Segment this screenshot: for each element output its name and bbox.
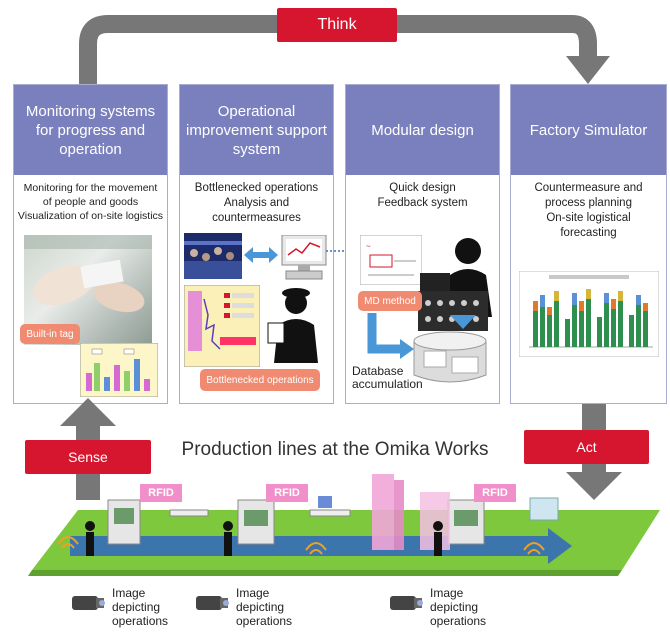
panel-operational-desc: Bottlenecked operations Analysis and cou… <box>180 175 333 226</box>
machine-1 <box>107 499 141 545</box>
desc-line: process planning <box>545 197 632 209</box>
panel-monitoring-desc: Monitoring for the movement of people an… <box>14 175 167 223</box>
caption-line: Image <box>112 586 146 600</box>
caption-line: depicting <box>236 600 285 614</box>
think-label: Think <box>277 8 397 42</box>
md-method-badge: MD method <box>358 291 422 311</box>
camera-icon <box>196 596 229 610</box>
caption-line: accumulation <box>352 377 423 391</box>
panel-simulator-title: Factory Simulator <box>511 85 666 175</box>
desc-line: Analysis and <box>223 197 290 209</box>
caption-line: Image <box>236 586 270 600</box>
desc-line: Feedback system <box>377 197 468 209</box>
rfid-badge-2: RFID <box>266 484 308 502</box>
computer-icon <box>281 235 327 280</box>
md-flow-arrows <box>367 313 476 359</box>
desc-line: On-site logistical <box>546 212 631 224</box>
panel-monitoring-title: Monitoring systems for progress and oper… <box>14 85 167 175</box>
design-sheet: ~ <box>360 235 422 285</box>
hands-illustration <box>24 235 152 313</box>
caption-line: operations <box>112 614 169 628</box>
machine-2 <box>237 499 275 545</box>
built-in-tag-badge: Built-in tag <box>20 324 80 344</box>
act-label: Act <box>524 430 649 464</box>
factory-floor <box>28 474 660 576</box>
database-caption: Database accumulation <box>352 365 423 391</box>
crowd-photo <box>184 233 242 279</box>
panel-simulator-desc: Countermeasure and process planning On-s… <box>511 175 666 241</box>
camera-icon <box>72 596 105 610</box>
panel-modular: Modular design Quick design Feedback sys… <box>345 84 500 404</box>
desc-line: of people and goods <box>42 196 139 208</box>
panel-monitoring: Monitoring systems for progress and oper… <box>13 84 168 404</box>
bottlenecked-operations-badge: Bottlenecked operations <box>200 369 320 391</box>
panel-operational-title: Operational improvement support system <box>180 85 333 175</box>
desc-line: Quick design <box>389 182 456 194</box>
caption-line: Database <box>352 364 404 378</box>
panel-simulator: Factory Simulator Countermeasure and pro… <box>510 84 667 404</box>
modular-equipment <box>418 291 488 331</box>
panel-operational: Operational improvement support system B… <box>179 84 334 404</box>
desc-line: Visualization of on-site logistics <box>17 210 164 222</box>
desc-line: Countermeasure and <box>534 182 643 194</box>
database-icon <box>413 331 487 383</box>
caption-line: Image <box>430 586 464 600</box>
desc-line: forecasting <box>560 227 617 239</box>
simulator-chart <box>519 271 659 357</box>
desc-line: countermeasures <box>212 212 301 224</box>
exchange-arrow-icon <box>244 247 278 263</box>
caption-line: operations <box>236 614 293 628</box>
camera-icon <box>390 596 423 610</box>
caption-line: depicting <box>430 600 479 614</box>
machine-3 <box>447 499 485 545</box>
tag-photo <box>24 235 152 345</box>
production-title: Production lines at the Omika Works <box>181 439 489 460</box>
rfid-badge-3: RFID <box>474 484 516 502</box>
camera-caption-3: Image depicting operations <box>430 586 486 628</box>
desc-line: Bottlenecked operations <box>194 182 319 194</box>
bottleneck-chart <box>184 285 260 367</box>
camera-caption-1: Image depicting operations <box>112 586 168 628</box>
desc-line: Monitoring for the movement <box>23 182 158 194</box>
caption-line: depicting <box>112 600 161 614</box>
svg-text:~: ~ <box>366 242 371 251</box>
panel-modular-title: Modular design <box>346 85 499 175</box>
panel-modular-desc: Quick design Feedback system <box>346 175 499 211</box>
rfid-badge-1: RFID <box>140 484 182 502</box>
camera-caption-2: Image depicting operations <box>236 586 292 628</box>
caption-line: operations <box>430 614 487 628</box>
sense-label: Sense <box>25 440 151 474</box>
person-silhouette <box>267 288 318 363</box>
mini-bar-chart <box>80 343 158 397</box>
